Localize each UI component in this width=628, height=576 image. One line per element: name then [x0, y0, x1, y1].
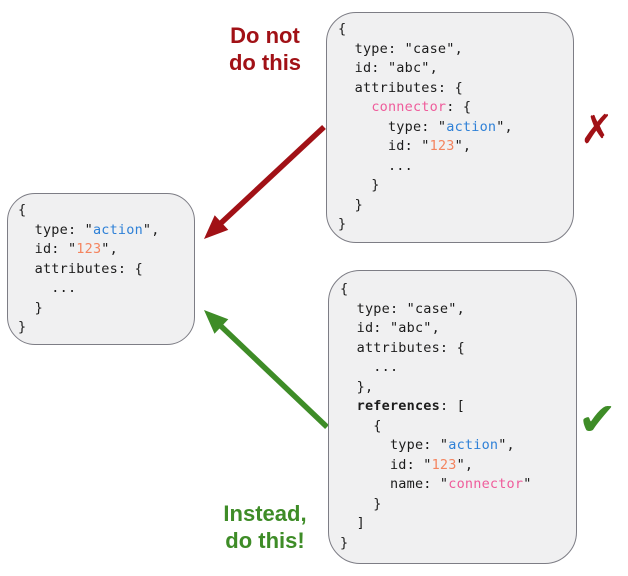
instead-label: Instead, do this! — [190, 500, 340, 554]
instead-arrow-head — [204, 310, 229, 334]
action-json-box: { type: "action", id: "123", attributes:… — [7, 193, 195, 345]
do-not-arrow-shaft — [212, 124, 326, 232]
check-mark-icon: ✔ — [578, 392, 617, 446]
action-json-code: { type: "action", id: "123", attributes:… — [18, 202, 160, 335]
good-case-json-code: { type: "case", id: "abc", attributes: {… — [340, 281, 532, 551]
do-not-arrow-head — [204, 215, 229, 239]
do-not-label-line2: do this — [228, 50, 302, 75]
bad-case-json-box: { type: "case", id: "abc", attributes: {… — [326, 12, 574, 243]
do-not-label: Do not do this — [190, 22, 340, 76]
instead-label-line1: Instead, — [223, 501, 307, 526]
do-not-arrow — [204, 124, 326, 239]
cross-mark-icon: ✗ — [580, 107, 614, 153]
bad-case-json-code: { type: "case", id: "abc", attributes: {… — [338, 21, 513, 232]
instead-label-line2: do this! — [225, 528, 305, 553]
do-not-label-line1: Do not — [230, 23, 300, 48]
instead-arrow-shaft — [212, 317, 329, 429]
good-case-json-box: { type: "case", id: "abc", attributes: {… — [328, 270, 577, 564]
instead-arrow — [204, 310, 329, 429]
